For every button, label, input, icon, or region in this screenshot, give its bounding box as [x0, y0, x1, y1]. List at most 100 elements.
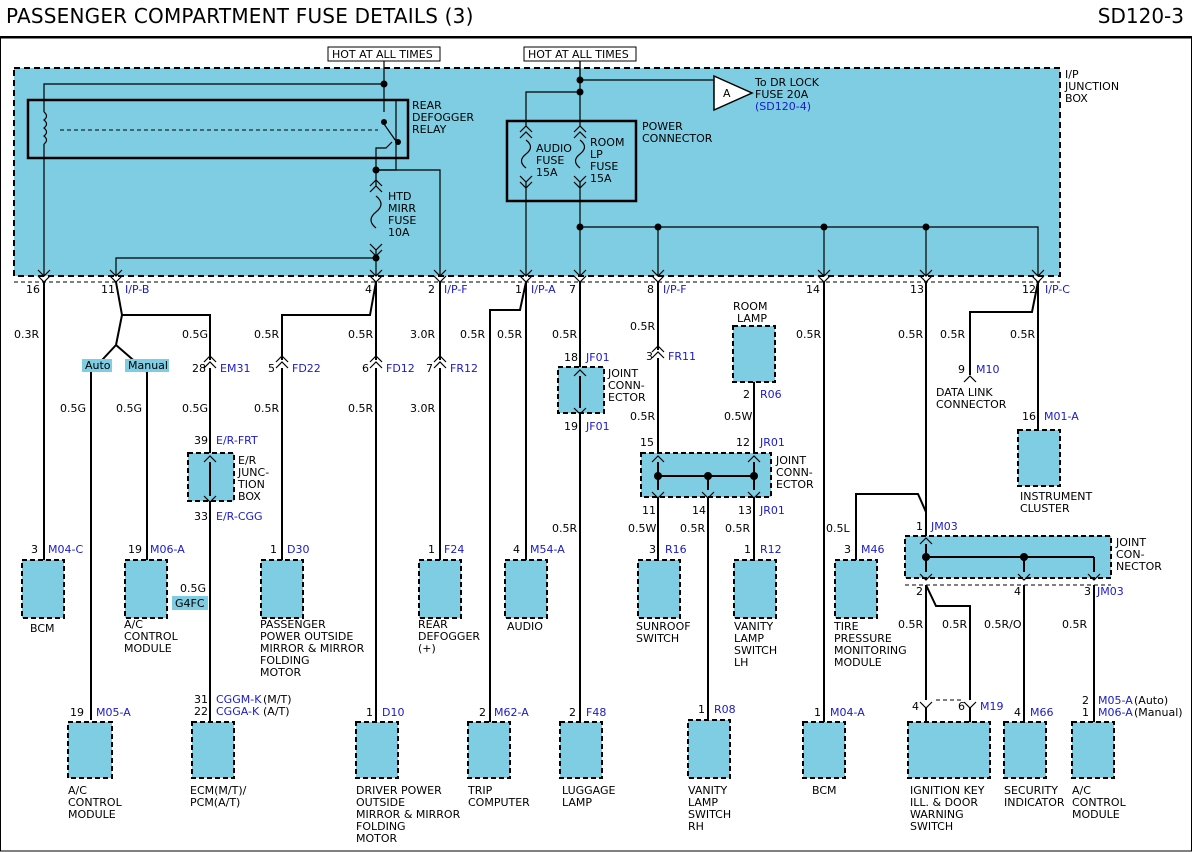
r08-conn[interactable]: R08: [714, 703, 736, 716]
dmirror-l3: MIRROR & MIRROR: [356, 808, 461, 821]
ac2-l2: CONTROL: [68, 796, 123, 809]
jf-l1: JOINT: [607, 367, 638, 380]
fr11-conn[interactable]: FR11: [668, 350, 696, 363]
m10-conn[interactable]: M10: [976, 363, 1000, 376]
jm03b-conn[interactable]: JM03: [1096, 585, 1124, 598]
m06b-pin: 1: [1082, 706, 1089, 719]
erfrt-conn[interactable]: E/R-FRT: [216, 434, 258, 447]
f24-conn[interactable]: F24: [444, 543, 464, 556]
jr01c-pin-3: 13: [738, 504, 752, 517]
bcm-2-l1: BCM: [812, 784, 837, 797]
wire-05g-e: 0.5G: [180, 582, 206, 595]
erjb-l4: BOX: [238, 490, 261, 503]
wire-03r: 0.3R: [14, 328, 39, 341]
fd12-pin: 6: [362, 362, 369, 375]
htd-fuse-l4: 10A: [388, 226, 410, 239]
m10-pin: 9: [958, 363, 965, 376]
rear-defogger: [418, 559, 462, 619]
cluster-l1: INSTRUMENT: [1020, 490, 1093, 503]
wire-05r-d: 0.5R: [497, 328, 522, 341]
ercgg-conn[interactable]: E/R-CGG: [216, 510, 263, 523]
tpms-l3: MONITORING: [834, 644, 907, 657]
power-conn-l2: CONNECTOR: [642, 132, 713, 145]
ac2-l3: MODULE: [68, 808, 116, 821]
m66-conn[interactable]: M66: [1030, 706, 1054, 719]
m62-conn[interactable]: M62-A: [494, 706, 529, 719]
m04c-conn[interactable]: M04-C: [48, 543, 83, 556]
m54-conn[interactable]: M54-A: [530, 543, 565, 556]
cluster-l2: CLUSTER: [1020, 502, 1070, 515]
f48-conn[interactable]: F48: [586, 706, 606, 719]
room-lamp-l1: ROOM: [733, 300, 767, 313]
r06-conn[interactable]: R06: [760, 388, 782, 401]
d10-conn[interactable]: D10: [382, 706, 404, 719]
erfrt-pin: 39: [194, 434, 208, 447]
m04a-conn[interactable]: M04-A: [830, 706, 865, 719]
vanity-switch-lh: [733, 559, 777, 619]
jb-pin-2: 2: [428, 283, 435, 296]
m06a-conn[interactable]: M06-A: [150, 543, 185, 556]
wire-05r-l: 0.5R: [552, 522, 577, 535]
m06b-conn[interactable]: M06-A: [1098, 706, 1133, 719]
jr01c-conn[interactable]: JR01: [759, 504, 785, 517]
wire-05w-b: 0.5W: [628, 522, 656, 535]
sunroof-switch: [637, 559, 681, 619]
jm03a-conn[interactable]: JM03: [930, 520, 958, 533]
option-auto-bg: [82, 359, 112, 372]
wire-05r-p: 0.5R: [898, 618, 923, 631]
sunroof-l2: SWITCH: [636, 632, 679, 645]
room-fuse-element: [574, 139, 586, 169]
ac2-l1: A/C: [68, 784, 87, 797]
r08-pin: 1: [698, 703, 705, 716]
fr12-conn[interactable]: FR12: [450, 362, 478, 375]
jb-conn-ipa[interactable]: I/P-A: [531, 283, 556, 296]
audio: [504, 559, 548, 619]
room-fuse-l4: 15A: [590, 172, 612, 185]
m05a-pin: 19: [70, 706, 84, 719]
d30-conn[interactable]: D30: [287, 543, 309, 556]
cggm-conn[interactable]: CGGM-K: [216, 693, 262, 706]
m19-conn[interactable]: M19: [980, 700, 1004, 713]
wire-05r-o: 0.5R: [725, 522, 750, 535]
ref-a-l3[interactable]: (SD120-4): [755, 100, 811, 113]
relay-label-3: RELAY: [412, 123, 447, 136]
dlc-l2: CONNECTOR: [936, 398, 1007, 411]
cgga-conn[interactable]: CGGA-K: [216, 705, 260, 718]
option-g4fc: G4FC: [175, 597, 205, 610]
jb-conn-ipc[interactable]: I/P-C: [1045, 283, 1070, 296]
m01-conn[interactable]: M01-A: [1044, 410, 1079, 423]
wire-05l: 0.5L: [826, 522, 850, 535]
em31-conn[interactable]: EM31: [220, 362, 250, 375]
jb-pin-14: 14: [806, 283, 820, 296]
r12-conn[interactable]: R12: [760, 543, 782, 556]
dlc-l1: DATA LINK: [936, 386, 993, 399]
wire-05r-i: 0.5R: [940, 328, 965, 341]
m05b-pin: 2: [1082, 694, 1089, 707]
jb-conn-ipf-1[interactable]: I/P-F: [444, 283, 468, 296]
sunroof-l1: SUNROOF: [636, 620, 691, 633]
htd-fuse-element: [370, 195, 382, 229]
m46-conn[interactable]: M46: [861, 543, 885, 556]
fr11-pin: 3: [646, 350, 653, 363]
vanrh-l1: VANITY: [688, 784, 728, 797]
wire-05r-f: 0.5R: [630, 320, 655, 333]
defog-l2: DEFOGGER: [418, 630, 480, 643]
wire-05r-m: 0.5R: [630, 410, 655, 423]
jf01b-conn[interactable]: JF01: [585, 420, 610, 433]
jb-conn-ipb[interactable]: I/P-B: [125, 283, 149, 296]
fd22-conn[interactable]: FD22: [292, 362, 321, 375]
m19-pin-2: 6: [958, 700, 965, 713]
vanlh-l1: VANITY: [734, 620, 774, 633]
r16-conn[interactable]: R16: [665, 543, 687, 556]
jf01a-conn[interactable]: JF01: [585, 351, 610, 364]
ecm-l2: PCM(A/T): [190, 796, 240, 809]
jr01b-conn[interactable]: JR01: [759, 436, 785, 449]
m05a-conn[interactable]: M05-A: [96, 706, 131, 719]
fd12-conn[interactable]: FD12: [386, 362, 415, 375]
jb-conn-ipf-2[interactable]: I/P-F: [663, 283, 687, 296]
room-lamp: [732, 325, 776, 383]
security-indicator: [1003, 721, 1047, 779]
m05b-conn[interactable]: M05-A: [1098, 694, 1133, 707]
bcm-1: [21, 559, 65, 619]
jb-label-3: BOX: [1065, 92, 1088, 105]
